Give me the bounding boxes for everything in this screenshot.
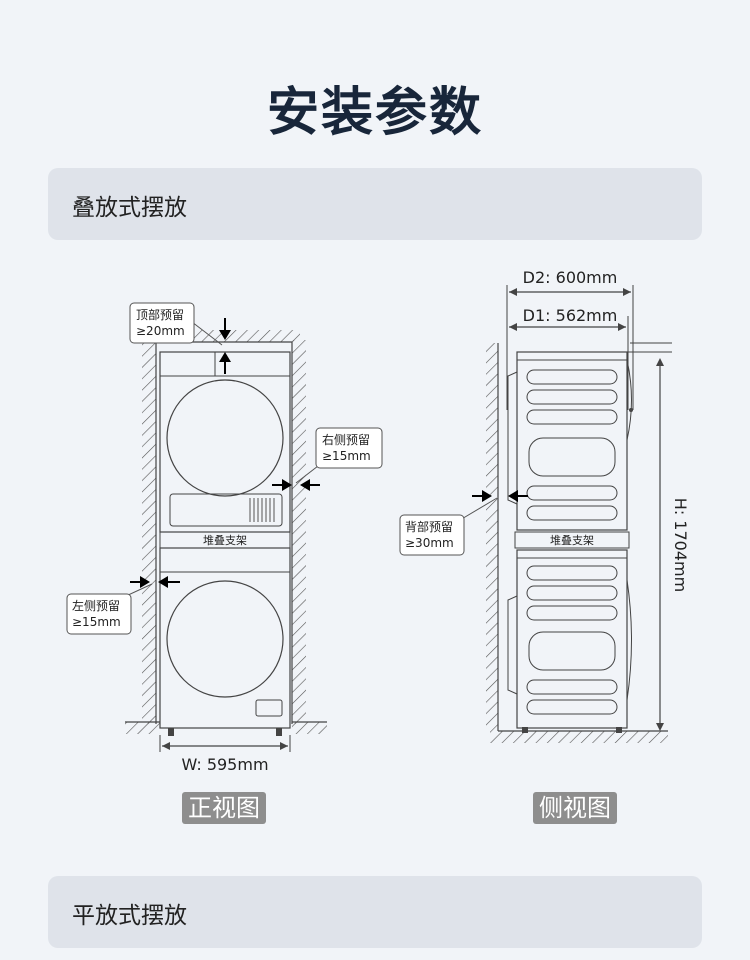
back-clearance-callout [399,514,465,556]
side-floor [490,731,668,743]
side-d2-dimension: D2: 600mm [523,268,618,287]
section-flat-label: 平放式摆放 [72,903,187,929]
washer-door [166,580,284,698]
dryer-door [166,379,284,497]
left-clearance-value: ≥15mm [72,615,121,629]
section-flat-header: 平放式摆放 [48,876,702,948]
top-clearance-callout [129,302,195,344]
side-dryer-body [516,351,628,531]
front-width-dimension: W: 595mm [181,755,268,774]
left-clearance-label: 左侧预留 [72,598,120,613]
right-clearance-label: 右侧预留 [322,432,370,447]
side-stack-rack [514,531,630,549]
front-floor-right [292,722,327,734]
left-clearance-callout [66,593,132,635]
back-clearance-value: ≥30mm [405,536,454,550]
top-clearance-label: 顶部预留 [136,307,184,322]
side-view: D2: 600mm D1: 562mm H: 1704mm 堆叠支架 [399,268,690,743]
washer-drain-cover [255,699,283,717]
back-clearance-label: 背部预留 [405,519,453,534]
front-floor-left [125,722,160,734]
front-view-caption: 正视图 [182,792,266,824]
page-title: 安装参数 [266,83,483,143]
front-view: 堆叠支架 顶部预留 ≥20mm 右侧预留 ≥15mm 左侧预留 [66,302,383,774]
side-d1-dimension: D1: 562mm [523,306,618,325]
top-clearance-value: ≥20mm [136,324,185,338]
right-clearance-callout [315,427,383,469]
dryer-filter-panel [169,493,283,527]
side-height-dimension: H: 1704mm [671,498,690,592]
front-left-wall [142,340,156,724]
washer-body [159,547,291,729]
side-view-caption: 侧视图 [533,792,617,824]
dryer-vent-grille [249,498,275,522]
side-washer-body [516,549,628,729]
section-stacked-header: 叠放式摆放 [48,168,702,240]
front-stack-rack-label: 堆叠支架 [203,534,247,547]
side-stack-rack-label: 堆叠支架 [550,534,594,547]
right-clearance-value: ≥15mm [322,449,371,463]
side-back-wall [486,343,498,731]
section-stacked-label: 叠放式摆放 [72,195,187,221]
front-right-wall [292,340,306,724]
